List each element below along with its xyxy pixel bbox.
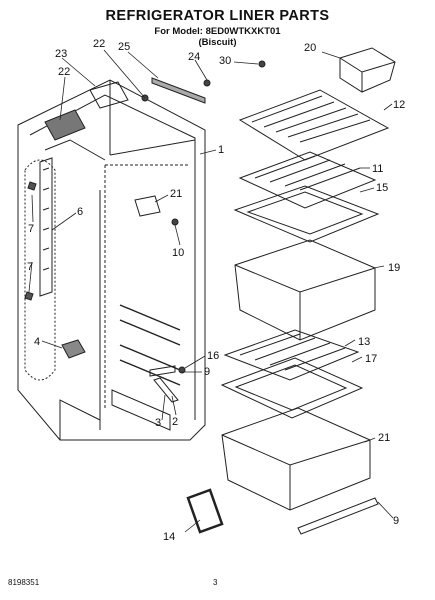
callout-label-30: 30 (219, 55, 231, 67)
shelf-rail (39, 157, 53, 297)
center-bracket (134, 195, 161, 217)
callout-label-9: 9 (204, 366, 210, 378)
callout-label-17: 16 (207, 350, 219, 362)
screw-upper (27, 181, 37, 191)
callout-labels: 22 25 24 30 20 23 22 12 1 11 15 21 6 7 1… (27, 38, 405, 543)
wire-shelf-13 (238, 89, 390, 161)
callout-label-26: 25 (118, 41, 130, 53)
light-socket (61, 339, 86, 359)
drawer-trim-10 (297, 497, 379, 535)
callout-label-10: 9 (393, 515, 399, 527)
hardware (141, 60, 266, 374)
biscuit-bin-21 (339, 47, 396, 93)
callout-label-11: 10 (172, 247, 184, 259)
control-housing (44, 81, 129, 141)
crisper-drawer-20 (221, 407, 371, 511)
wire-shelf-12 (238, 151, 377, 209)
screw-lower (24, 291, 34, 301)
callout-label-7-upper: 7 (28, 223, 34, 235)
light-cover-16 (186, 488, 224, 534)
callout-label-2: 2 (172, 416, 178, 428)
leader-lines (28, 49, 394, 533)
callout-label-24: 22 (58, 66, 70, 78)
callout-label-14: 13 (358, 336, 370, 348)
callout-label-22: 21 (170, 188, 182, 200)
refrigerator-liner (17, 79, 206, 441)
callout-label-20: 21 (378, 432, 390, 444)
diagram-title: REFRIGERATOR LINER PARTS (105, 8, 330, 24)
crisper-frame-18 (220, 357, 364, 419)
callout-label-13: 12 (393, 99, 405, 111)
color-variant: (Biscuit) (198, 37, 237, 48)
callout-label-15: 15 (376, 182, 388, 194)
mullion-bracket (149, 365, 179, 403)
callout-label-16: 14 (163, 531, 175, 543)
callout-label-21: 20 (304, 42, 316, 54)
callout-label-12: 11 (372, 163, 383, 175)
document-number: 8198351 (8, 578, 40, 587)
callout-label-3: 3 (155, 417, 161, 429)
callout-label-25: 23 (55, 48, 67, 60)
model-number: For Model: 8ED0WTKXKT01 (154, 26, 281, 37)
wire-shelf-14 (223, 329, 360, 381)
callout-label-7-lower: 7 (27, 261, 33, 273)
page-number: 3 (213, 578, 218, 587)
callout-label-27: 24 (188, 51, 200, 63)
crisper-frame-15 (233, 185, 380, 243)
callout-label-18: 17 (365, 353, 377, 365)
callout-label-4: 4 (34, 336, 40, 348)
top-bracket (151, 77, 206, 104)
callout-label-6: 6 (77, 206, 83, 218)
crisper-drawer-19 (234, 239, 376, 341)
callout-label-19: 19 (388, 262, 400, 274)
callout-label-1: 1 (218, 144, 224, 156)
callout-label-23: 22 (93, 38, 105, 50)
